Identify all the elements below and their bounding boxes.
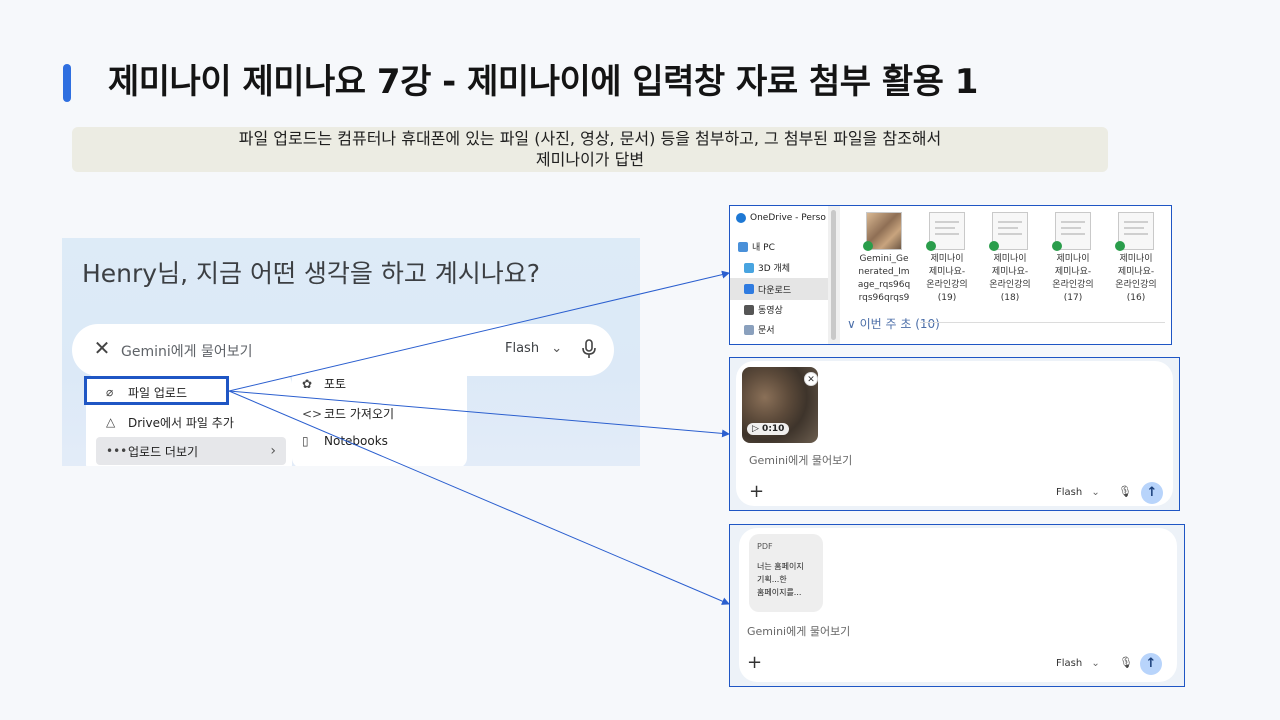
sidebar-item-videos[interactable]: 동영상 <box>744 303 783 316</box>
document-thumbnail <box>1052 212 1091 251</box>
file-upload-highlight <box>84 376 229 405</box>
sidebar-item-documents[interactable]: 문서 <box>744 323 775 336</box>
file-item[interactable]: 제미나이 제미나요- 온라인강의 (18) <box>982 212 1038 305</box>
model-selector[interactable]: Flash ⌄ <box>1056 487 1100 498</box>
model-selector[interactable]: Flash ⌄ <box>1056 658 1100 669</box>
pdf-attached-composer: PDF 너는 홈페이지 기획...한 홈페이지를... Gemini에게 물어보… <box>729 524 1185 687</box>
file-item[interactable]: Gemini_Ge nerated_Im age_rqs96q rqs96qrq… <box>856 212 912 305</box>
prompt-placeholder[interactable]: Gemini에게 물어보기 <box>121 344 253 360</box>
prompt-placeholder[interactable]: Gemini에게 물어보기 <box>747 625 851 638</box>
send-arrow-icon[interactable]: ↑ <box>1141 482 1163 504</box>
microphone-icon[interactable] <box>579 337 599 361</box>
menu-item-label: 업로드 더보기 <box>128 444 199 459</box>
file-item[interactable]: 제미나이 제미나요- 온라인강의 (16) <box>1108 212 1164 305</box>
chevron-down-icon: ⌄ <box>551 341 563 356</box>
microphone-icon[interactable]: 🎙 <box>1119 656 1133 669</box>
file-explorer-screenshot: OneDrive - Perso 내 PC 3D 개체 다운로드 동영상 문서 <box>729 205 1172 345</box>
gemini-home-screenshot: Henry님, 지금 어떤 생각을 하고 계시나요? ✕ Gemini에게 물어… <box>62 238 640 466</box>
submenu-item-label: 코드 가져오기 <box>324 407 395 421</box>
greeting-text: Henry님, 지금 어떤 생각을 하고 계시나요? <box>82 259 541 288</box>
add-icon[interactable]: + <box>749 481 765 502</box>
close-icon[interactable]: ✕ <box>93 336 111 360</box>
sync-check-icon <box>1052 241 1062 251</box>
sidebar-item-pc[interactable]: 내 PC <box>738 240 775 253</box>
menu-item-more-uploads[interactable]: ••• 업로드 더보기 › <box>96 437 286 465</box>
file-item[interactable]: 제미나이 제미나요- 온라인강의 (17) <box>1045 212 1101 305</box>
doc-icon <box>744 324 754 335</box>
model-label: Flash <box>505 341 540 356</box>
slide-title: 제미나이 제미나요 7강 - 제미나이에 입력창 자료 첨부 활용 1 <box>108 62 978 102</box>
microphone-icon[interactable]: 🎙 <box>1118 485 1132 498</box>
description-line-1: 파일 업로드는 컴퓨터나 휴대폰에 있는 파일 (사진, 영상, 문서) 등을 … <box>238 129 942 148</box>
submenu-item-notebooks[interactable]: ▯ Notebooks <box>302 434 388 448</box>
notebook-icon: ▯ <box>302 434 309 448</box>
add-icon[interactable]: + <box>747 652 763 673</box>
pc-icon <box>738 241 748 252</box>
drive-icon: △ <box>106 415 116 429</box>
chevron-down-icon: ⌄ <box>1091 658 1100 669</box>
sync-check-icon <box>989 241 999 251</box>
composer-box: ▷ 0:10 ✕ Gemini에게 물어보기 + Flash ⌄ 🎙 ↑ <box>736 361 1173 506</box>
sidebar-item-downloads[interactable]: 다운로드 <box>730 278 828 300</box>
cube-icon <box>744 262 754 273</box>
pdf-attachment-card[interactable]: PDF 너는 홈페이지 기획...한 홈페이지를... <box>749 534 823 612</box>
menu-item-label: 파일 업로드 <box>128 385 188 400</box>
upload-menu: ⌀ 파일 업로드 △ Drive에서 파일 추가 ••• 업로드 더보기 › <box>86 374 292 466</box>
model-selector[interactable]: Flash ⌄ <box>505 341 562 356</box>
group-header[interactable]: ∨ 이번 주 초 (10) <box>847 317 940 331</box>
remove-attachment-icon[interactable]: ✕ <box>804 372 818 386</box>
submenu-item-label: 포토 <box>324 377 347 391</box>
video-duration: ▷ 0:10 <box>747 423 790 435</box>
chevron-right-icon: › <box>270 443 276 459</box>
document-thumbnail <box>926 212 965 251</box>
document-thumbnail <box>989 212 1028 251</box>
sidebar-item-3d[interactable]: 3D 개체 <box>744 261 790 274</box>
send-arrow-icon[interactable]: ↑ <box>1140 653 1162 675</box>
cloud-icon <box>736 213 746 223</box>
title-accent-bar <box>63 64 71 102</box>
sync-check-icon <box>863 241 873 251</box>
composer-box: PDF 너는 홈페이지 기획...한 홈페이지를... Gemini에게 물어보… <box>739 528 1177 682</box>
chevron-down-icon: ⌄ <box>1091 487 1100 498</box>
prompt-placeholder[interactable]: Gemini에게 물어보기 <box>749 454 853 467</box>
explorer-sidebar: OneDrive - Perso 내 PC 3D 개체 다운로드 동영상 문서 <box>730 206 828 344</box>
image-thumbnail <box>863 212 902 251</box>
submenu-item-code[interactable]: <> 코드 가져오기 <box>302 405 394 422</box>
code-icon: <> <box>302 406 323 421</box>
description-line-2: 제미나이가 답변 <box>535 150 645 169</box>
arrow-to-pdf-composer <box>228 390 730 605</box>
arrow-to-video-composer <box>228 390 730 438</box>
menu-item-drive[interactable]: △ Drive에서 파일 추가 <box>96 408 286 436</box>
menu-item-file-upload[interactable]: ⌀ 파일 업로드 <box>96 378 286 406</box>
sidebar-item-onedrive[interactable]: OneDrive - Perso <box>736 213 826 223</box>
submenu-item-photo[interactable]: ✿ 포토 <box>302 375 346 392</box>
sync-check-icon <box>926 241 936 251</box>
sync-check-icon <box>1115 241 1125 251</box>
upload-submenu: ✿ 포토 <> 코드 가져오기 ▯ Notebooks <box>292 366 467 466</box>
pdf-type-label: PDF <box>757 542 773 551</box>
arrow-to-explorer <box>228 270 730 392</box>
photo-icon: ✿ <box>302 376 313 391</box>
menu-item-label: Drive에서 파일 추가 <box>128 415 234 430</box>
scrollbar-thumb[interactable] <box>831 210 836 340</box>
submenu-item-label: Notebooks <box>324 434 388 448</box>
file-item[interactable]: 제미나이 제미나요- 온라인강의 (19) <box>919 212 975 305</box>
more-icon: ••• <box>106 444 128 458</box>
slide-description: 파일 업로드는 컴퓨터나 휴대폰에 있는 파일 (사진, 영상, 문서) 등을 … <box>72 127 1108 172</box>
video-attached-composer: ▷ 0:10 ✕ Gemini에게 물어보기 + Flash ⌄ 🎙 ↑ <box>729 357 1180 511</box>
group-divider <box>920 322 1165 323</box>
video-icon <box>744 304 754 315</box>
paperclip-icon: ⌀ <box>106 385 114 399</box>
document-thumbnail <box>1115 212 1154 251</box>
download-icon <box>744 284 754 294</box>
